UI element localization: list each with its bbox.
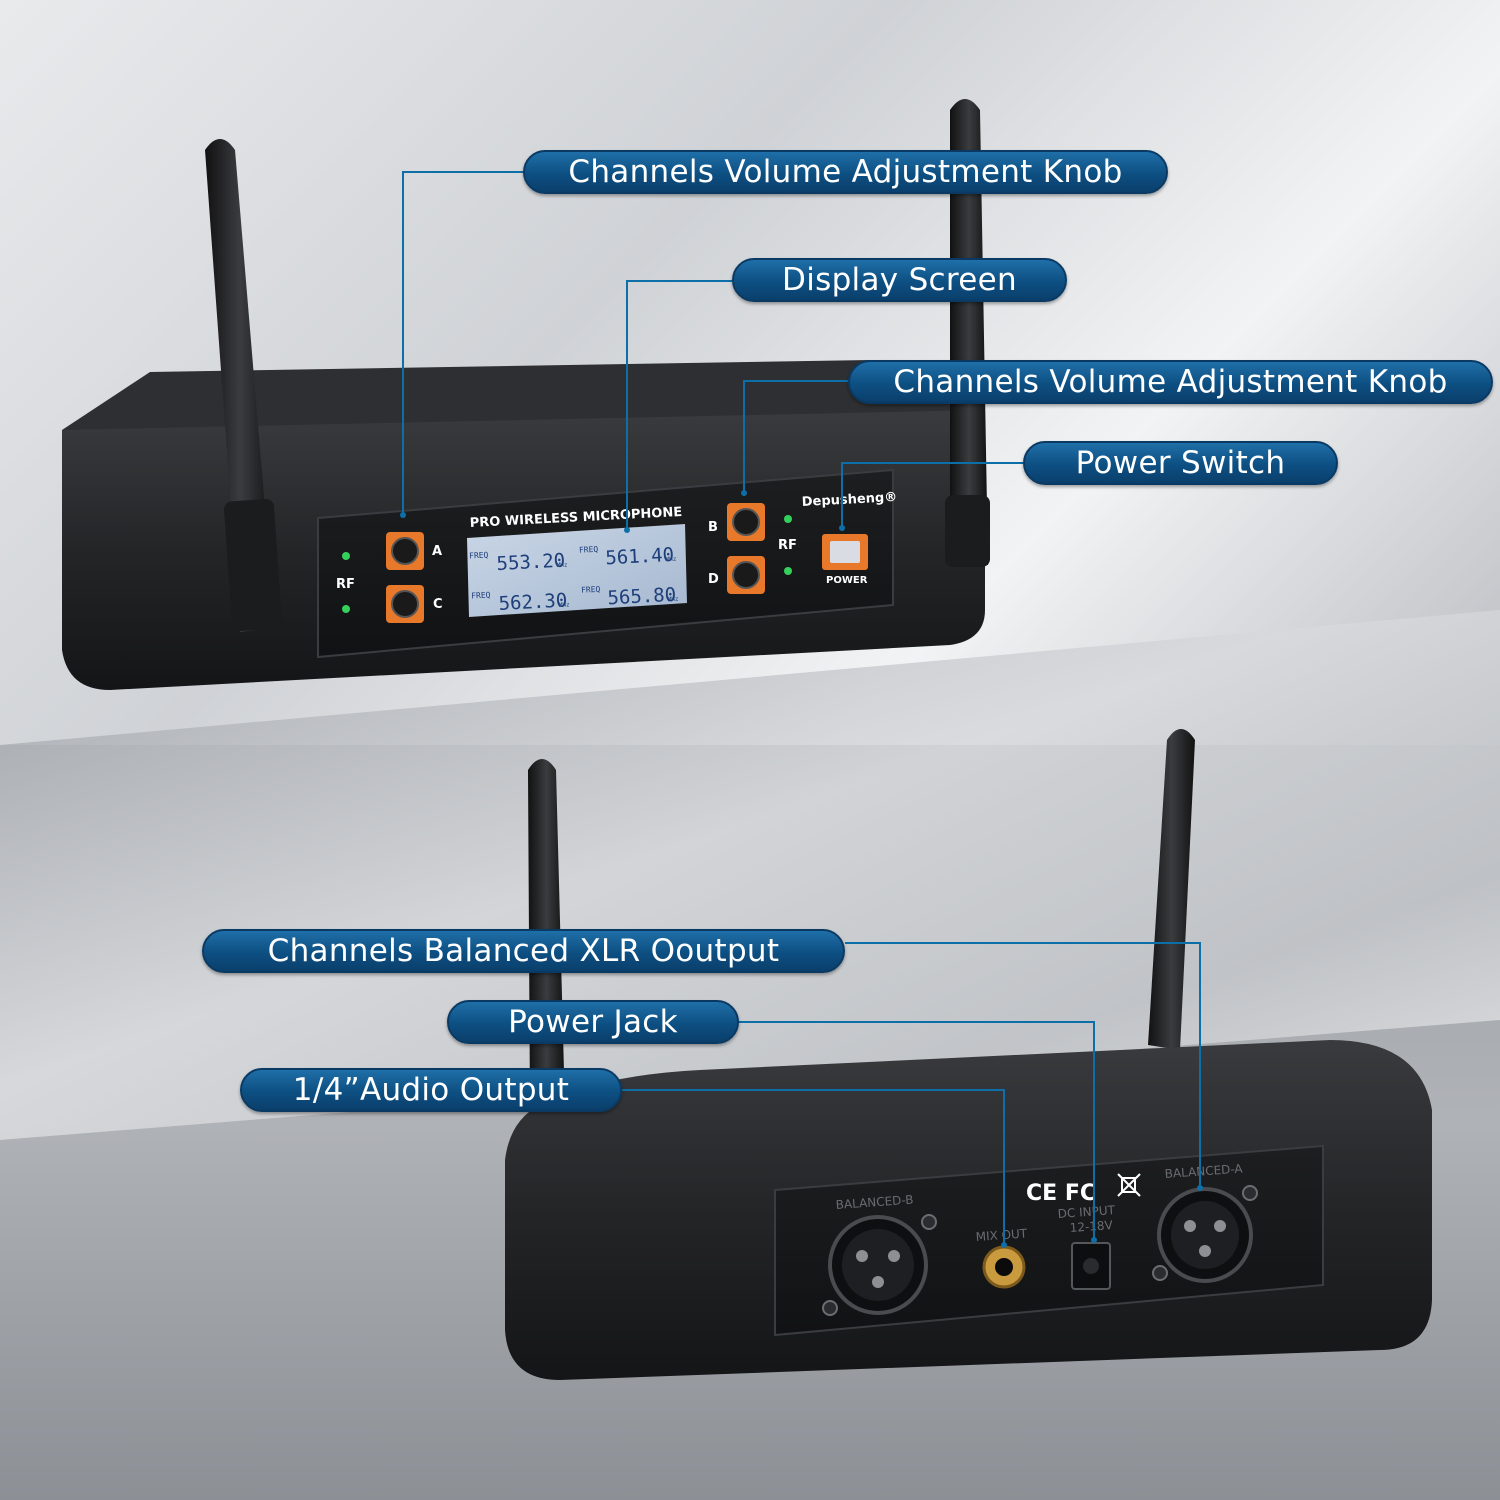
lcd-unit: MHz xyxy=(667,596,679,604)
callout-volume-knob-right: Channels Volume Adjustment Knob xyxy=(848,360,1493,404)
front-antenna-left xyxy=(205,139,282,632)
callout-audio-output: 1/4”Audio Output xyxy=(240,1068,622,1112)
channel-letter-c: C xyxy=(433,597,443,612)
volume-knob-d[interactable] xyxy=(727,556,765,594)
power-switch[interactable] xyxy=(822,534,868,570)
lcd-unit: MHz xyxy=(557,561,569,569)
lcd-freq-d: 565.80 xyxy=(607,584,677,610)
channel-letter-a: A xyxy=(432,544,442,559)
rf-led xyxy=(342,605,350,613)
volume-knob-c[interactable] xyxy=(386,585,424,623)
weee-icon xyxy=(1117,1173,1141,1197)
lcd-freq-b: 561.40 xyxy=(605,544,675,570)
rf-led xyxy=(784,515,792,523)
display-screen xyxy=(467,524,687,617)
dc-input-label: DC INPUT xyxy=(1057,1203,1116,1221)
channel-letter-b: B xyxy=(708,520,718,535)
rf-led xyxy=(342,552,350,560)
lcd-freq-tag: FREQ xyxy=(471,590,491,600)
lcd-unit: MHz xyxy=(559,601,571,609)
rf-label: RF xyxy=(336,577,355,592)
rear-antenna-right xyxy=(1148,729,1195,1050)
leader-lines xyxy=(402,171,1201,1245)
xlr-connector-a[interactable] xyxy=(1157,1187,1253,1283)
certification-marks: CE FC xyxy=(1026,1181,1096,1206)
callout-power-switch: Power Switch xyxy=(1023,441,1338,485)
channel-letter-d: D xyxy=(708,572,719,587)
lcd-freq-tag: FREQ xyxy=(581,585,601,595)
brand-logo: Depusheng® xyxy=(801,490,897,510)
callout-xlr-output: Channels Balanced XLR Ooutput xyxy=(202,929,845,973)
power-label: POWER xyxy=(826,575,868,586)
callout-volume-knob-left: Channels Volume Adjustment Knob xyxy=(523,150,1168,194)
front-antenna-right xyxy=(945,99,990,567)
power-jack[interactable] xyxy=(1071,1242,1111,1290)
lcd-freq-a: 553.20 xyxy=(496,550,566,576)
quarter-inch-jack[interactable] xyxy=(982,1245,1026,1289)
volume-knob-b[interactable] xyxy=(727,503,765,541)
shelf-surface xyxy=(0,610,1500,1140)
lcd-unit: MHz xyxy=(665,556,677,564)
rear-screws xyxy=(822,1185,1258,1316)
volume-knob-a[interactable] xyxy=(386,532,424,570)
lcd-freq-tag: FREQ xyxy=(469,551,489,561)
voltage-label: 12-18V xyxy=(1069,1218,1114,1235)
callout-display-screen: Display Screen xyxy=(732,258,1067,302)
rf-led xyxy=(784,567,792,575)
callout-power-jack: Power Jack xyxy=(447,1000,739,1044)
lcd-freq-c: 562.30 xyxy=(498,589,568,615)
balanced-b-label: BALANCED-B xyxy=(835,1193,914,1212)
rf-label: RF xyxy=(778,538,797,553)
lcd-freq-tag: FREQ xyxy=(579,545,599,555)
balanced-a-label: BALANCED-A xyxy=(1164,1162,1244,1181)
xlr-connector-b[interactable] xyxy=(828,1215,928,1315)
mix-out-label: MIX OUT xyxy=(975,1226,1028,1244)
